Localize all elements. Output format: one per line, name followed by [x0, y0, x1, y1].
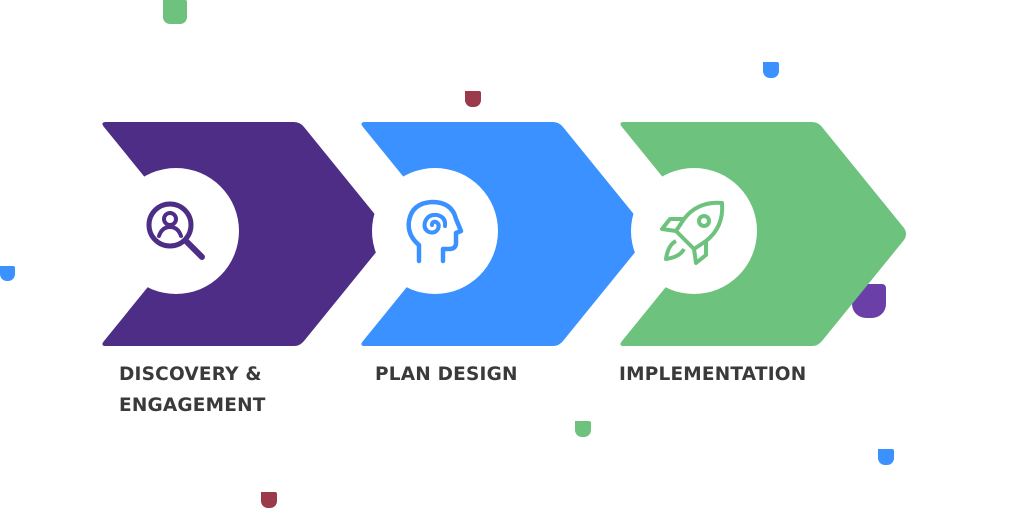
head-spiral-icon: [406, 199, 464, 264]
step-label-implementation: IMPLEMENTATION: [619, 359, 806, 390]
step-label-discovery: DISCOVERY & ENGAGEMENT: [119, 359, 266, 421]
decor-leaf-green: [163, 0, 187, 24]
decor-leaf-maroon: [261, 492, 277, 508]
decor-leaf-green: [575, 421, 591, 437]
step-chevron-implementation: [618, 122, 908, 346]
decor-leaf-maroon: [465, 91, 481, 107]
decor-leaf-blue: [763, 62, 779, 78]
step-chevron-plan-design: [359, 122, 649, 346]
step-label-line: ENGAGEMENT: [119, 395, 266, 416]
search-person-icon: [146, 201, 205, 260]
step-chevron-discovery: [100, 122, 390, 346]
decor-leaf-blue: [878, 449, 894, 465]
step-icon-circle: [372, 168, 498, 294]
step-icon-circle: [631, 168, 757, 294]
decor-leaf-blue: [0, 266, 15, 281]
step-label-line: DISCOVERY &: [119, 364, 262, 385]
step-label-line: IMPLEMENTATION: [619, 364, 807, 385]
step-icon-circle: [113, 168, 239, 294]
rocket-icon: [660, 200, 725, 265]
step-label-line: PLAN DESIGN: [375, 364, 518, 385]
step-label-plan-design: PLAN DESIGN: [375, 359, 518, 390]
